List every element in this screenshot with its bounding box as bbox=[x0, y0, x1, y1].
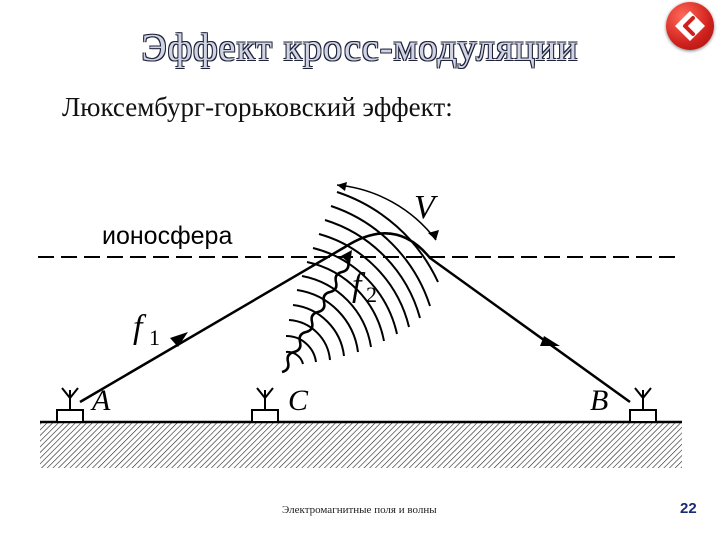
v-arrow-right-icon bbox=[428, 230, 439, 240]
ionosphere-label: ионосфера bbox=[102, 222, 232, 250]
ground-hatch bbox=[40, 422, 682, 468]
station-c-label: C bbox=[288, 384, 309, 417]
antenna-b-icon bbox=[629, 387, 657, 423]
wave-front-arcs bbox=[285, 191, 439, 365]
freq-f1-subscript: 1 bbox=[149, 325, 160, 350]
modulating-wave bbox=[281, 261, 350, 374]
station-b-label: B bbox=[590, 384, 608, 417]
slide-subtitle: Люксембург-горьковский эффект: bbox=[62, 92, 453, 122]
back-button[interactable] bbox=[666, 2, 714, 50]
slide-footer: Электромагнитные поля и волны bbox=[282, 504, 437, 516]
slide-title: Эффект кросс-модуляции bbox=[141, 27, 579, 69]
antenna-a-icon bbox=[56, 387, 84, 423]
page-number: 22 bbox=[680, 500, 697, 517]
station-a-label: A bbox=[90, 384, 111, 417]
back-arrow-icon bbox=[675, 11, 705, 41]
region-v-label: V bbox=[414, 189, 439, 226]
antenna-c-icon bbox=[251, 387, 279, 423]
ray-arrow-up-icon bbox=[170, 332, 188, 347]
signal-ray bbox=[79, 232, 631, 404]
freq-f2-subscript: 2 bbox=[366, 282, 377, 307]
freq-f1-label: f bbox=[133, 309, 147, 346]
v-arrow-left-icon bbox=[337, 182, 347, 191]
v-region-arc bbox=[336, 184, 437, 241]
wave-arrow-icon bbox=[341, 250, 352, 264]
ray-arrow-down-icon bbox=[540, 336, 560, 346]
